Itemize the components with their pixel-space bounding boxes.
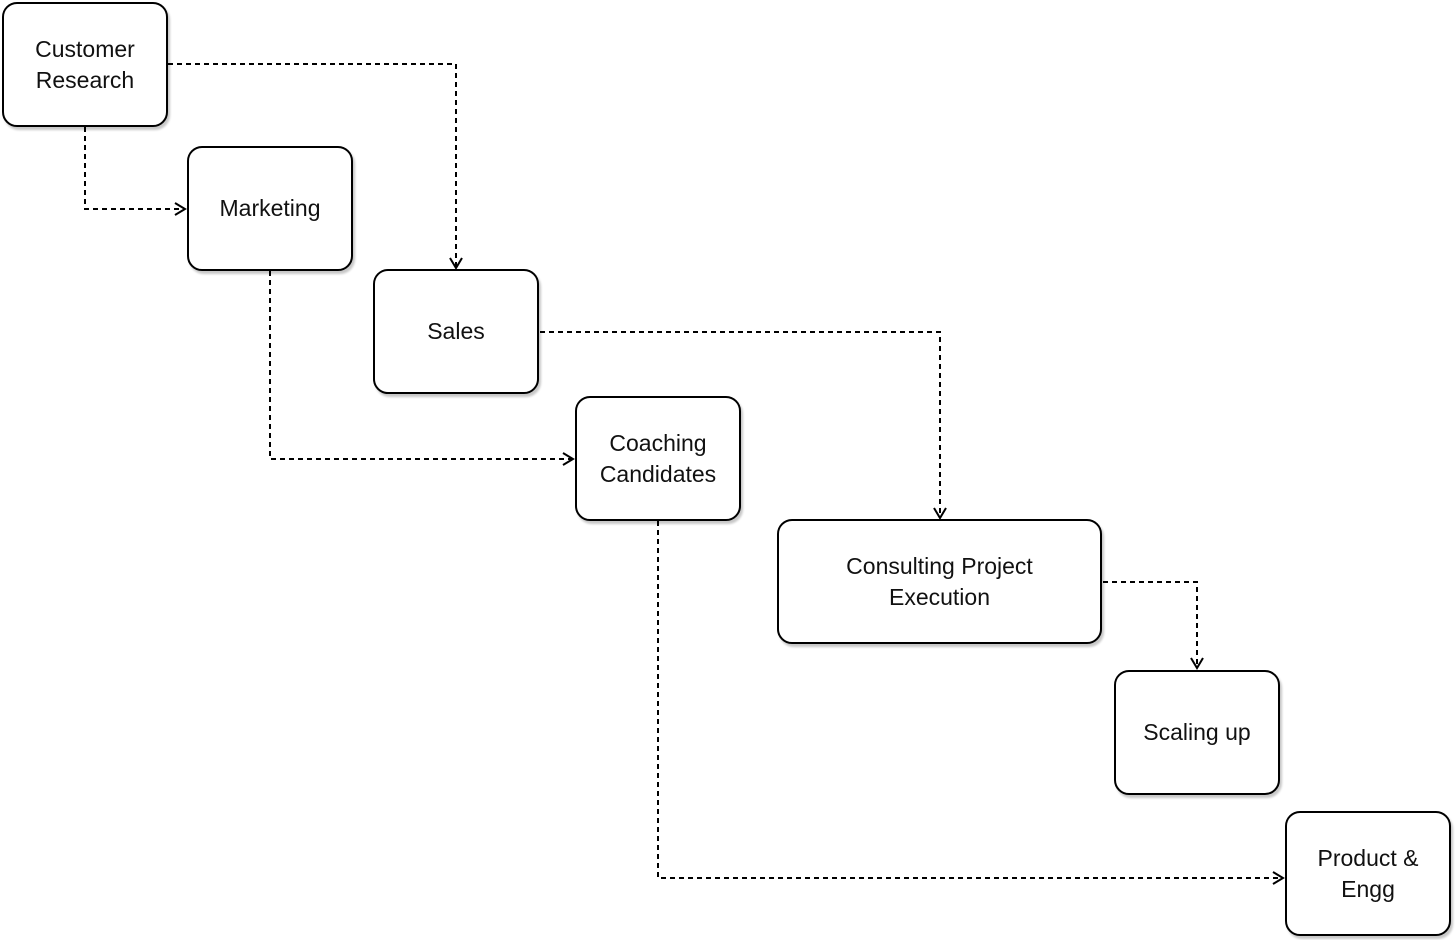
arrowhead-icon <box>174 202 187 216</box>
node-label: Marketing <box>219 195 321 221</box>
node-customer-research[interactable]: Customer Research <box>2 2 168 127</box>
node-label: Scaling up <box>1143 719 1251 745</box>
node-label: Sales <box>427 318 485 344</box>
node-sales[interactable]: Sales <box>373 269 539 394</box>
edge-customer-research-to-sales <box>168 63 463 270</box>
node-coaching-candidates[interactable]: Coaching Candidates <box>575 396 741 521</box>
node-marketing[interactable]: Marketing <box>187 146 353 271</box>
arrowhead-icon <box>1190 657 1204 670</box>
node-scaling-up[interactable]: Scaling up <box>1114 670 1280 795</box>
arrowhead-icon <box>933 507 947 520</box>
node-label: Coaching Candidates <box>599 429 717 487</box>
node-label: Customer Research <box>35 35 135 93</box>
arrowhead-icon <box>1272 871 1285 885</box>
edge-marketing-to-coaching-candidates <box>269 271 575 466</box>
edge-customer-research-to-marketing <box>84 127 187 216</box>
arrowhead-icon <box>449 257 463 270</box>
edge-sales-to-consulting-project-execution <box>540 331 947 520</box>
node-consulting-project-execution[interactable]: Consulting Project Execution <box>777 519 1102 644</box>
node-product-engg[interactable]: Product & Engg <box>1285 811 1451 936</box>
edge-consulting-project-execution-to-scaling-up <box>1103 581 1204 670</box>
arrowhead-icon <box>562 452 575 466</box>
node-label: Product & Engg <box>1317 844 1419 902</box>
edge-coaching-candidates-to-product-engg <box>657 521 1285 885</box>
node-label: Consulting Project Execution <box>846 552 1033 610</box>
